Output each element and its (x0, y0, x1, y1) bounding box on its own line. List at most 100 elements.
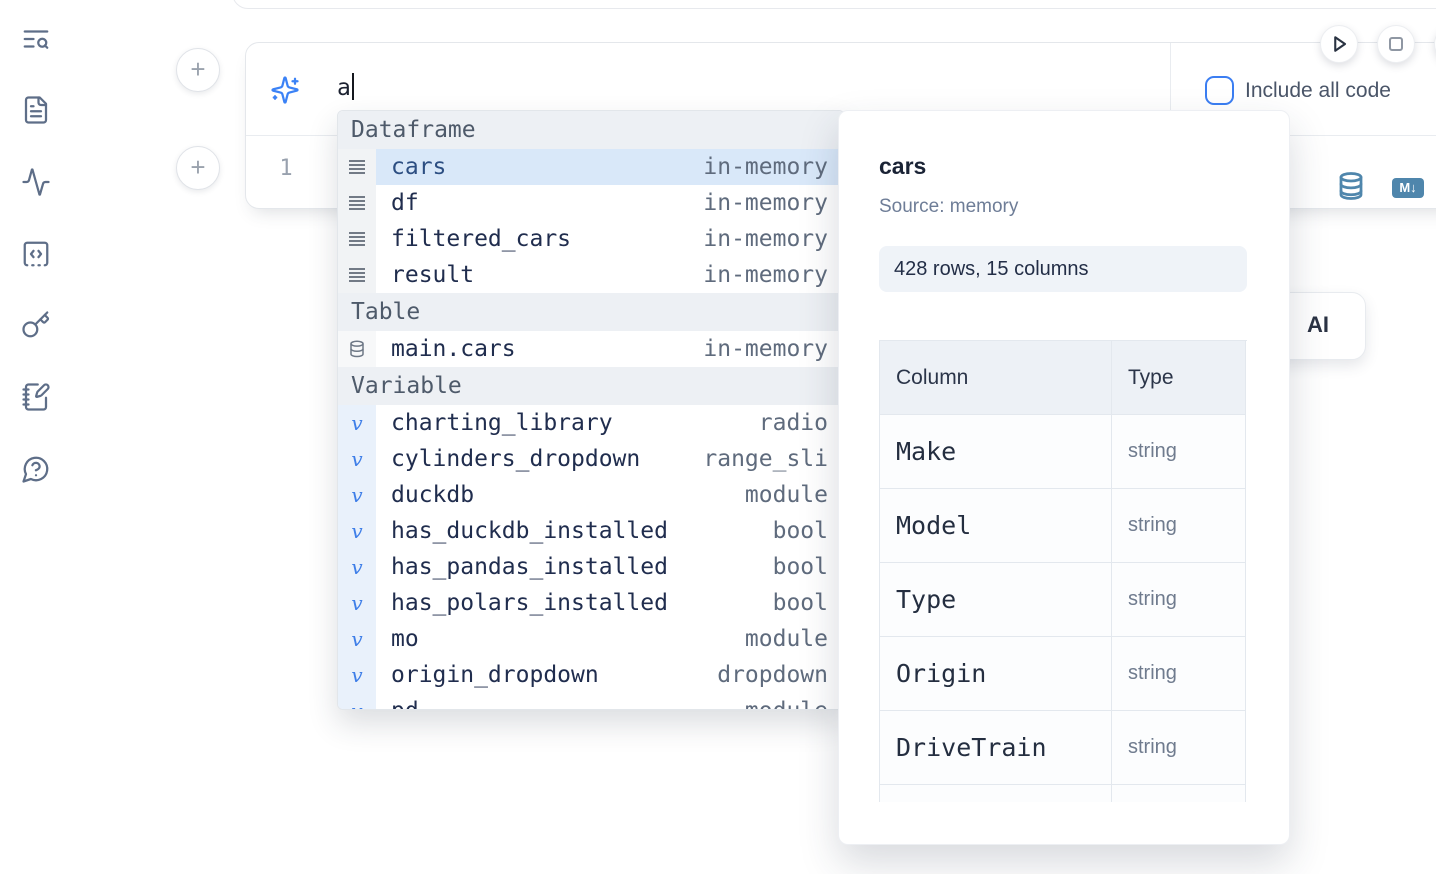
stop-button[interactable] (1377, 25, 1415, 63)
autocomplete-item-name: filtered_cars (391, 226, 572, 252)
dataframe-icon (338, 221, 376, 257)
autocomplete-item[interactable]: cars in-memory (338, 149, 844, 185)
autocomplete-item[interactable]: v has_polars_installed bool (338, 585, 844, 621)
variable-icon: v (338, 405, 376, 441)
autocomplete-section-header: Variable (338, 367, 844, 405)
autocomplete-item-type: radio (758, 410, 828, 436)
sidebar-item-notebook-pen[interactable] (21, 382, 51, 412)
prompt-divider (1170, 43, 1171, 136)
autocomplete-item-type: module (744, 626, 828, 652)
autocomplete-item[interactable]: v mo module (338, 621, 844, 657)
autocomplete-section-header: Table (338, 293, 844, 331)
line-number: 1 (279, 156, 293, 181)
variable-icon: v (338, 513, 376, 549)
column-name: DriveTrain (896, 733, 1047, 762)
column-type: string (1128, 440, 1177, 462)
sidebar-item-file-text[interactable] (21, 95, 51, 125)
autocomplete-item[interactable]: filtered_cars in-memory (338, 221, 844, 257)
autocomplete-item-type: in-memory (703, 154, 828, 180)
autocomplete-item-type: module (744, 482, 828, 508)
autocomplete-item-type: dropdown (717, 662, 828, 688)
preview-title: cars (879, 153, 927, 179)
markdown-icon[interactable]: M↓ (1392, 178, 1424, 198)
schema-table-row: Type string (880, 563, 1247, 637)
prompt-text: a (337, 75, 351, 101)
autocomplete-item-name: has_duckdb_installed (391, 518, 668, 544)
autocomplete-item-type: in-memory (703, 226, 828, 252)
database-icon[interactable] (1336, 171, 1366, 203)
add-cell-below-button[interactable]: + (176, 146, 220, 190)
autocomplete-item-type: bool (772, 554, 828, 580)
variable-icon: v (351, 483, 363, 507)
autocomplete-item-name: has_pandas_installed (391, 554, 668, 580)
ai-prompt-input[interactable]: a (337, 73, 354, 101)
autocomplete-section-header: Dataframe (338, 111, 844, 149)
autocomplete-item[interactable]: v has_duckdb_installed bool (338, 513, 844, 549)
variable-icon: v (351, 627, 363, 651)
stop-icon (1389, 37, 1403, 51)
autocomplete-item-name: mo (391, 626, 419, 652)
schema-table-header: Column (880, 341, 1112, 415)
autocomplete-item-name: charting_library (391, 410, 613, 436)
autocomplete-item-name: main.cars (391, 336, 516, 362)
autocomplete-item-name: pd (391, 698, 419, 709)
variable-icon: v (351, 663, 363, 687)
autocomplete-item-type: in-memory (703, 336, 828, 362)
autocomplete-item[interactable]: v charting_library radio (338, 405, 844, 441)
variable-icon: v (338, 585, 376, 621)
variable-icon: v (351, 519, 363, 543)
sidebar-item-text-search[interactable] (21, 24, 51, 54)
add-cell-above-button[interactable]: + (176, 48, 220, 92)
autocomplete-item-type: bool (772, 590, 828, 616)
autocomplete-item[interactable]: main.cars in-memory (338, 331, 844, 367)
sidebar-item-help-circle[interactable] (21, 454, 51, 484)
table-icon (338, 331, 376, 367)
variable-icon: v (351, 591, 363, 615)
include-all-code-label: Include all code (1245, 79, 1391, 102)
autocomplete-item[interactable]: v origin_dropdown dropdown (338, 657, 844, 693)
schema-table-row-partial (880, 785, 1247, 802)
run-cell-button[interactable] (1320, 25, 1358, 63)
include-all-code-checkbox[interactable] (1205, 76, 1234, 105)
text-caret (351, 73, 354, 100)
column-type: string (1128, 514, 1177, 536)
sidebar-item-activity[interactable] (21, 167, 51, 197)
column-type: string (1128, 736, 1177, 758)
column-name: Type (896, 585, 957, 614)
dataframe-icon (338, 149, 376, 185)
variable-icon: v (338, 549, 376, 585)
sidebar (0, 0, 72, 874)
preview-shape-badge: 428 rows, 15 columns (879, 246, 1247, 292)
schema-table-row: DriveTrain string (880, 711, 1247, 785)
variable-icon: v (338, 693, 376, 709)
autocomplete-item-type: bool (772, 518, 828, 544)
sidebar-item-code-square[interactable] (21, 239, 51, 269)
autocomplete-item-name: df (391, 190, 419, 216)
schema-table-header: Type (1112, 341, 1246, 415)
variable-icon: v (338, 477, 376, 513)
autocomplete-item[interactable]: v has_pandas_installed bool (338, 549, 844, 585)
autocomplete-item[interactable]: v pd module (338, 693, 844, 709)
dataframe-icon (338, 185, 376, 221)
column-name: Model (896, 511, 972, 540)
dataframe-preview-panel: cars Source: memory 428 rows, 15 columns… (838, 110, 1290, 845)
autocomplete-item-name: result (391, 262, 475, 288)
autocomplete-item-name: origin_dropdown (391, 662, 599, 688)
previous-cell (232, 0, 1436, 9)
variable-icon: v (351, 699, 362, 709)
column-type: string (1128, 588, 1177, 610)
variable-icon: v (338, 621, 376, 657)
column-type: string (1128, 662, 1177, 684)
sidebar-item-key[interactable] (21, 310, 51, 340)
autocomplete-item-name: has_polars_installed (391, 590, 668, 616)
autocomplete-item-type: module (745, 698, 828, 709)
sparkles-icon (270, 75, 300, 105)
autocomplete-item-name: cars (391, 154, 447, 180)
